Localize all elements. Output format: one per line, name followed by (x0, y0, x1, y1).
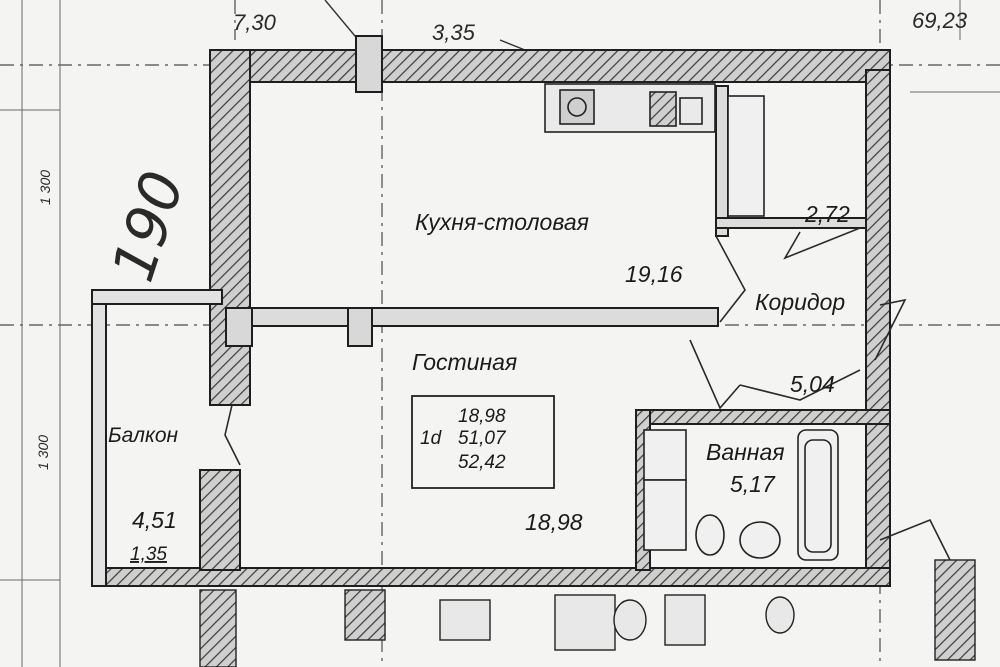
kitchen-area: 19,16 (625, 261, 683, 287)
storage-area: 2,72 (804, 201, 850, 227)
dim-side-lower: 1 300 (35, 435, 51, 470)
neighbour-fixtures (199, 559, 976, 667)
living-area: 18,98 (525, 509, 583, 535)
summary-total-area: 51,07 (458, 428, 507, 449)
summary-total-with-balcony: 52,42 (458, 452, 506, 473)
bathroom-fixtures (643, 429, 839, 561)
living-name: Гостиная (412, 349, 517, 375)
dim-side-upper: 1 300 (37, 170, 53, 205)
dim-top-middle: 3,35 (432, 20, 476, 45)
bathroom-area: 5,17 (730, 471, 776, 497)
corridor-name: Коридор (755, 289, 845, 315)
balcony-area: 4,51 (132, 507, 177, 533)
balcony-name: Балкон (108, 424, 179, 447)
summary-living-area: 18,98 (458, 406, 506, 427)
corridor-area: 5,04 (790, 371, 835, 397)
balcony-reduced-area: 1,35 (130, 544, 167, 565)
dim-top-left: 7,30 (233, 10, 277, 35)
dim-top-right: 69,23 (912, 8, 968, 33)
walls (91, 35, 891, 587)
bathroom-name: Ванная (706, 439, 785, 465)
summary-type: 1d (420, 428, 443, 449)
kitchen-fixtures (544, 83, 765, 217)
summary-box (411, 395, 555, 489)
door-swings (224, 227, 951, 561)
kitchen-name: Кухня-столовая (415, 209, 589, 235)
